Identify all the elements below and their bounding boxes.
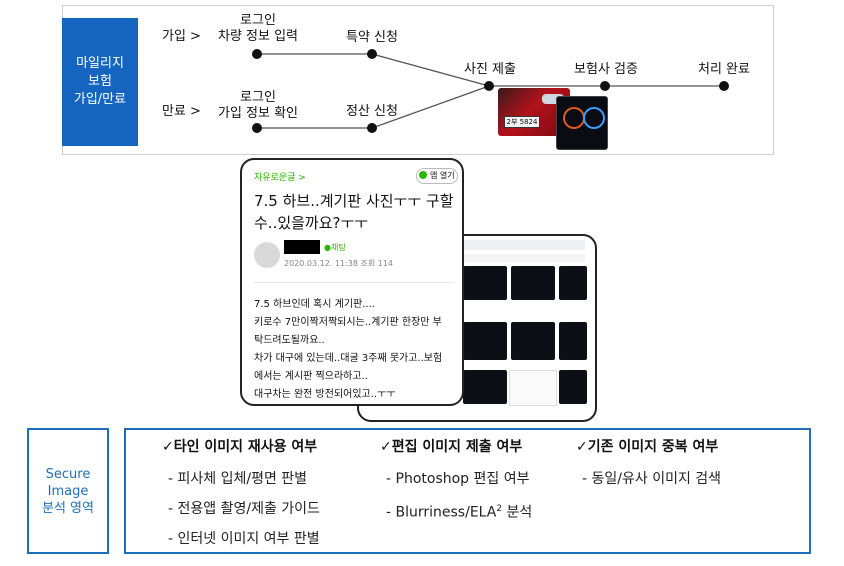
expire-label: 만료 >	[162, 104, 201, 119]
criterion-reuse-item: - 피사체 입체/평면 판별	[168, 471, 308, 487]
car-headlight	[542, 94, 564, 104]
divider	[254, 282, 454, 283]
result-thumb	[559, 266, 587, 300]
criterion-edit-item: - Blurriness/ELA2 분석	[386, 504, 533, 521]
open-app-button[interactable]: 앱 열기	[416, 168, 458, 184]
expire-step-settlement: 정산 신청	[346, 104, 398, 119]
criterion-reuse-item: - 전용앱 촬영/제출 가이드	[168, 501, 320, 517]
criterion-duplicate-item: - 동일/유사 이미지 검색	[582, 471, 722, 487]
result-thumb	[559, 370, 587, 404]
result-thumb	[511, 266, 555, 300]
gauge-right	[583, 107, 605, 129]
criterion-reuse-title: ✓타인 이미지 재사용 여부	[162, 439, 318, 455]
license-plate: 2부 5824	[504, 116, 540, 128]
flow-lines	[252, 49, 729, 133]
photo-submit-label: 사진 제출	[464, 62, 516, 77]
search-toolbar	[365, 240, 585, 250]
board-link[interactable]: 자유로운글 >	[254, 173, 306, 183]
gauge-left	[563, 107, 585, 129]
avatar	[254, 242, 280, 268]
flow-panel	[62, 5, 774, 155]
mileage-insurance-label: 마일리지 보험 가입/만료	[62, 18, 138, 146]
dashboard-photo	[556, 96, 608, 150]
join-step-login: 로그인 차량 정보 입력	[217, 13, 299, 44]
result-thumb	[463, 322, 507, 360]
node-insurer-review	[600, 81, 610, 91]
criterion-reuse-item: - 인터넷 이미지 여부 판별	[168, 531, 320, 547]
insurer-review-label: 보험사 검증	[574, 62, 638, 77]
join-step-special-terms: 특약 신청	[346, 30, 398, 45]
node-join-login	[252, 49, 262, 59]
criterion-duplicate-title: ✓기존 이미지 중복 여부	[576, 439, 719, 455]
join-label: 가입 >	[162, 29, 201, 44]
app-icon	[419, 171, 428, 179]
post-meta: 2020.03.12. 11:38 조회 114	[284, 259, 394, 268]
node-settlement	[367, 123, 377, 133]
post-title: 7.5 하브..계기판 사진ㅜㅜ 구할 수..있을까요?ㅜㅜ	[254, 192, 454, 232]
expire-step-login: 로그인 가입 정보 확인	[217, 90, 299, 121]
result-thumb	[463, 266, 507, 300]
result-thumb	[559, 322, 587, 360]
criterion-edit-title: ✓편집 이미지 제출 여부	[380, 439, 523, 455]
analysis-criteria-box	[124, 428, 811, 554]
result-detail-panel	[509, 370, 557, 406]
search-filter-bar	[365, 254, 585, 262]
node-special-terms	[367, 49, 377, 59]
redacted-username	[284, 240, 320, 254]
result-thumb	[511, 322, 555, 360]
node-complete	[719, 81, 729, 91]
result-thumb	[463, 370, 507, 404]
chat-link[interactable]: ●채팅	[324, 243, 346, 252]
post-body: 7.5 하브인데 혹시 계기판.... 키로수 7만이짝저짝되시는..계기판 한…	[254, 299, 443, 400]
secure-image-area-label: Secure Image 분석 영역	[27, 428, 109, 554]
node-photo-submit	[484, 81, 494, 91]
node-expire-login	[252, 123, 262, 133]
complete-label: 처리 완료	[698, 62, 750, 77]
chat-icon: ●	[324, 243, 331, 252]
community-post-phone: 자유로운글 > 앱 열기 7.5 하브..계기판 사진ㅜㅜ 구할 수..있을까요…	[240, 158, 464, 406]
criterion-edit-item: - Photoshop 편집 여부	[386, 471, 530, 487]
